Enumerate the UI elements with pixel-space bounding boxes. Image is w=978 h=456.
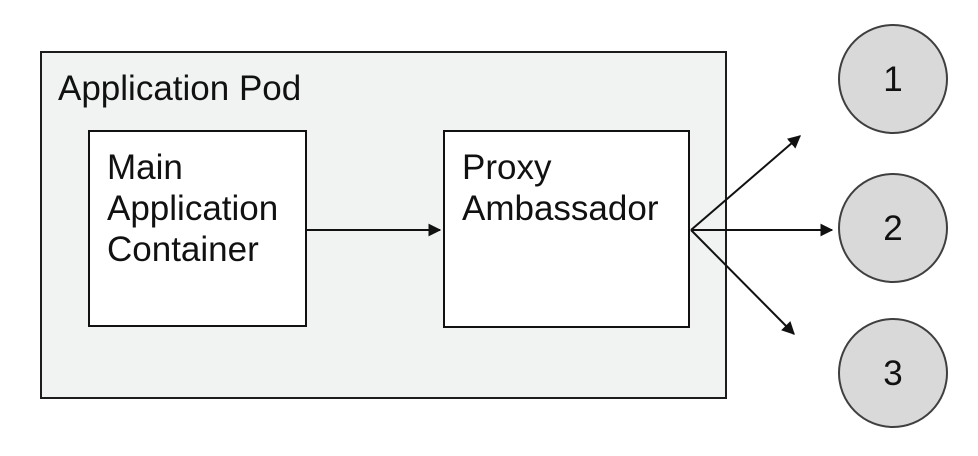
endpoint-circle-2: 2 (838, 173, 948, 283)
endpoint-1-label: 1 (883, 59, 903, 99)
endpoint-circle-1: 1 (838, 24, 948, 134)
endpoint-circle-3: 3 (838, 318, 948, 428)
endpoint-2-label: 2 (883, 208, 903, 248)
node-main-application-container: Main Application Container (88, 130, 307, 327)
endpoint-3-label: 3 (883, 353, 903, 393)
proxy-ambassador-label: Proxy Ambassador (462, 148, 659, 228)
application-pod-label: Application Pod (58, 69, 302, 108)
main-application-container-label: Main Application Container (107, 148, 279, 269)
node-proxy-ambassador: Proxy Ambassador (443, 130, 690, 328)
